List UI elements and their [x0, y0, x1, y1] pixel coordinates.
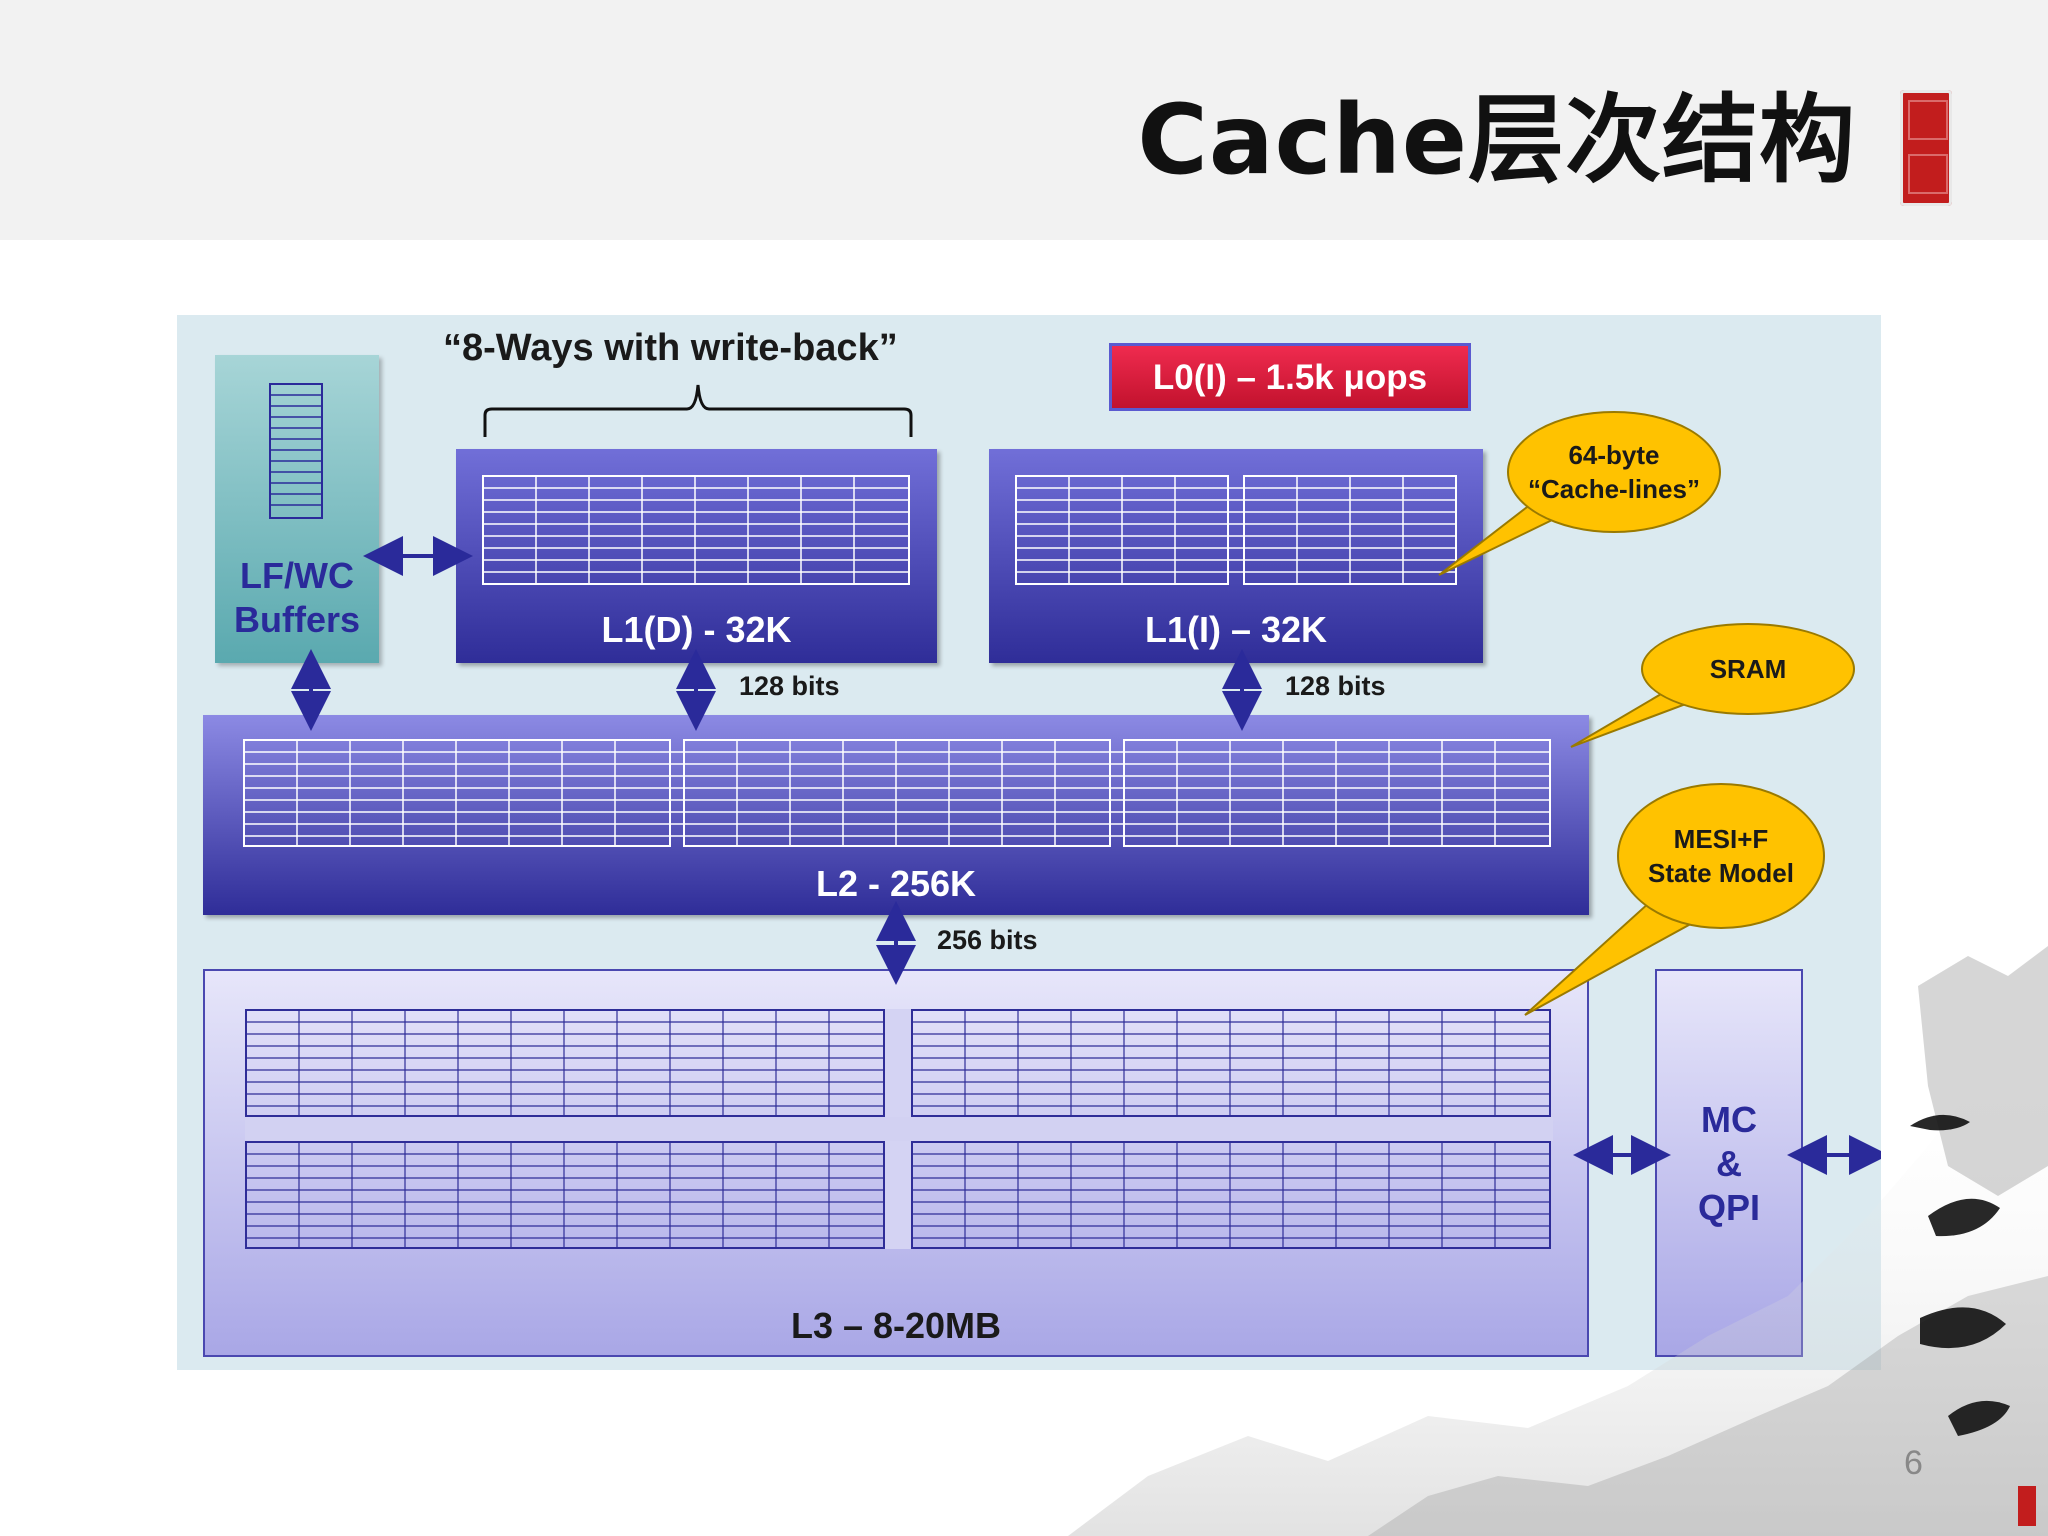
- page-number: 6: [1904, 1444, 1923, 1482]
- lfwc-buffers-box: LF/WC Buffers: [215, 355, 379, 663]
- slide-title: Cache层次结构: [1137, 84, 1856, 196]
- ink-wash-decoration: [1068, 946, 2048, 1536]
- l2-label: L2 - 256K: [815, 863, 977, 904]
- ways-brace: [483, 384, 913, 437]
- l2-bus-width: 256 bits: [937, 925, 1038, 955]
- red-seal-stamp: [1900, 90, 1952, 206]
- l3-label: L3 – 8-20MB: [790, 1305, 1002, 1346]
- cache-lines-callout-line2: “Cache-lines”: [1528, 474, 1700, 504]
- mesi-callout: MESI+F State Model: [1617, 783, 1825, 929]
- mc-qpi-box: MC & QPI: [1655, 969, 1803, 1357]
- l1d-cache-box: L1(D) - 32K: [456, 449, 937, 663]
- l2-cache-box: L2 - 256K: [203, 715, 1589, 915]
- lfwc-label-line1: LF/WC: [240, 555, 354, 596]
- l3-cache-grid: [245, 1009, 1553, 1249]
- cache-diagram: LF/WC Buffers “8-Ways with write-back” L…: [177, 315, 1881, 1370]
- sram-callout: SRAM: [1641, 623, 1855, 715]
- l3-cache-box: L3 – 8-20MB: [203, 969, 1589, 1357]
- mesi-callout-line1: MESI+F: [1673, 824, 1769, 854]
- l1d-label: L1(D) - 32K: [601, 609, 792, 650]
- sram-callout-text: SRAM: [1709, 654, 1787, 684]
- l0-icache-box: L0(I) – 1.5k μops: [1109, 343, 1471, 411]
- lfwc-label-line2: Buffers: [233, 599, 361, 640]
- l1i-label: L1(I) – 32K: [1144, 609, 1328, 650]
- l0-label: L0(I) – 1.5k μops: [1152, 358, 1428, 397]
- l1d-bus-width: 128 bits: [739, 671, 840, 701]
- l1i-cache-grid: [1015, 475, 1457, 585]
- lfwc-buffer-stack-icon: [269, 383, 323, 519]
- mc-ampersand: &: [1716, 1143, 1742, 1184]
- ways-label: “8-Ways with write-back”: [443, 327, 898, 369]
- cache-lines-callout-line1: 64-byte: [1568, 440, 1660, 470]
- l1d-cache-grid: [482, 475, 910, 585]
- qpi-label: QPI: [1697, 1187, 1760, 1228]
- l1i-cache-box: L1(I) – 32K: [989, 449, 1483, 663]
- header-band: [0, 0, 2048, 240]
- mc-label: MC: [1701, 1099, 1757, 1140]
- l1i-bus-width: 128 bits: [1285, 671, 1386, 701]
- l2-cache-grid: [243, 739, 1551, 847]
- mesi-callout-line2: State Model: [1648, 858, 1794, 888]
- cache-lines-callout: 64-byte “Cache-lines”: [1507, 411, 1721, 533]
